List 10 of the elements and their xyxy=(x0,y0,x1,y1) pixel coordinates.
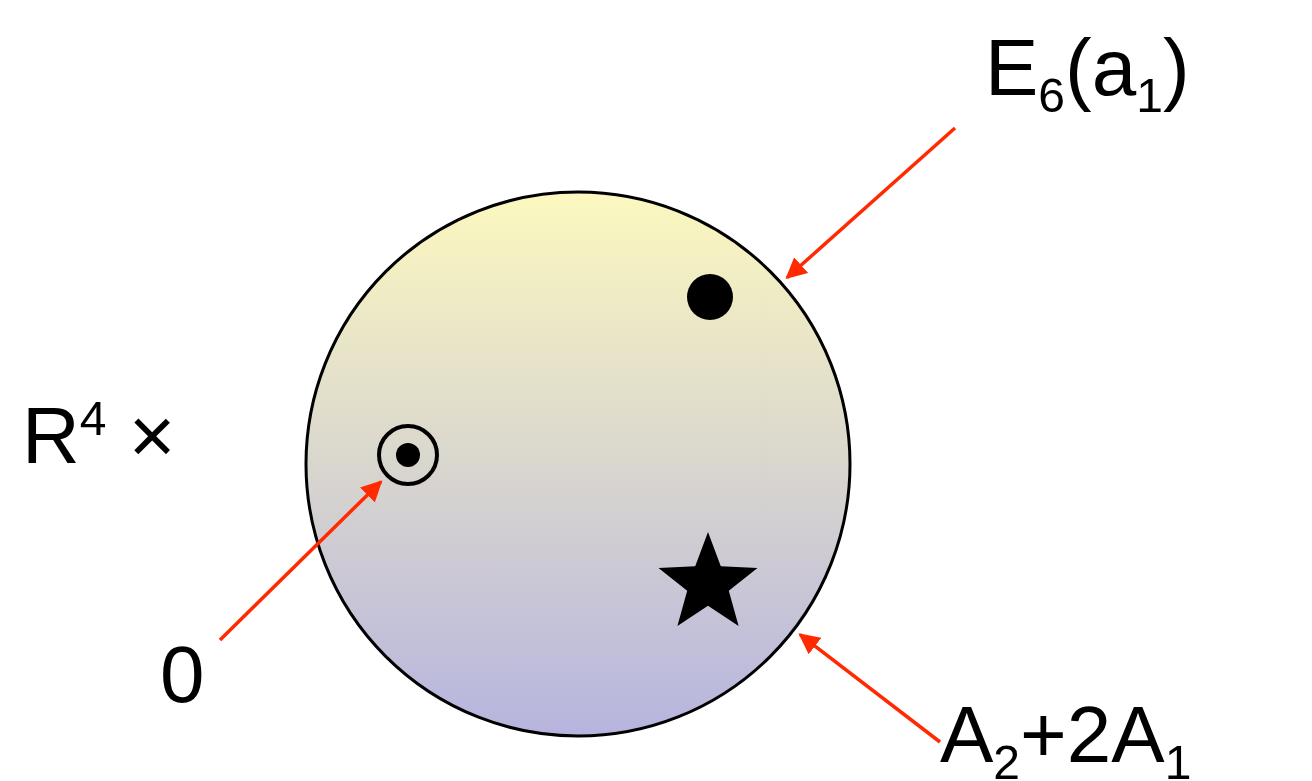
circled-dot xyxy=(376,423,440,487)
space-label: R$^{4}$ × xyxy=(22,395,176,476)
leader-arrow xyxy=(798,633,942,744)
point-label: A$_{2}$+2A$_{1}$ xyxy=(940,695,1192,781)
sphere xyxy=(304,190,852,738)
point-label: 0 xyxy=(160,635,205,715)
point-label: E$_{6}$(a$_{1}$) xyxy=(985,28,1190,120)
leader-arrow xyxy=(785,126,957,280)
dot xyxy=(687,274,733,320)
leader-arrow xyxy=(218,480,383,642)
